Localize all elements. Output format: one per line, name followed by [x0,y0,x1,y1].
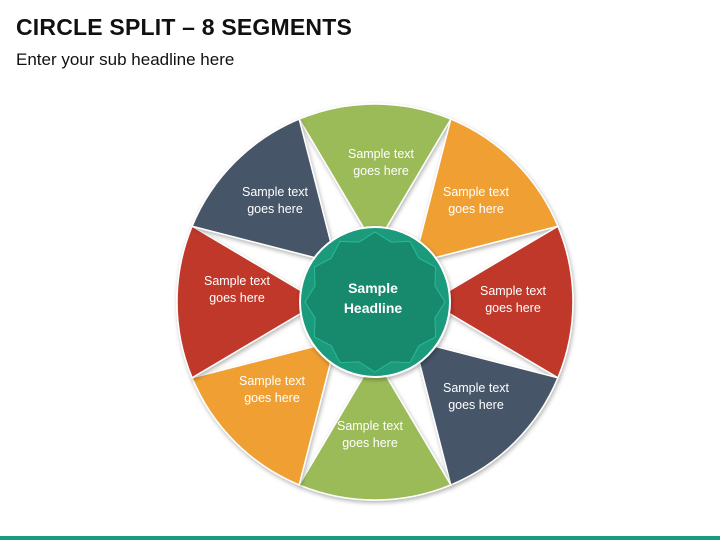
segment-6-label-line1: Sample text [239,374,306,388]
segment-7-label-line1: Sample text [204,274,271,288]
center-star-shape [304,231,446,373]
center-hub: Sample Headline [299,226,451,378]
segment-2 [412,118,559,265]
segment-8 [191,118,338,265]
center-headline-line2: Headline [344,300,403,316]
slide-title: CIRCLE SPLIT – 8 SEGMENTS [16,14,352,40]
segment-3-label-line1: Sample text [480,284,547,298]
segment-1-label-line2: goes here [353,164,409,178]
segment-4-label-line1: Sample text [443,381,510,395]
center-headline-line1: Sample [348,280,398,296]
segment-4 [412,339,559,486]
segment-3-label-line2: goes here [485,301,541,315]
footer-accent-bar [0,536,720,540]
segment-6-label-line2: goes here [244,391,300,405]
segment-2-label-line1: Sample text [443,185,510,199]
segment-8-label-line1: Sample text [242,185,309,199]
segment-8-label-line2: goes here [247,202,303,216]
segment-1 [298,103,452,249]
segment-1-label-line1: Sample text [348,147,415,161]
segment-4-label-line2: goes here [448,398,504,412]
segment-3 [428,225,574,379]
segment-5-label-line1: Sample text [337,419,404,433]
segment-7-label-line2: goes here [209,291,265,305]
slide-subtitle: Enter your sub headline here [16,50,235,69]
segment-5 [298,355,452,501]
segment-2-label-line2: goes here [448,202,504,216]
segment-6 [191,339,338,486]
segment-5-label-line2: goes here [342,436,398,450]
segment-7 [176,225,322,379]
